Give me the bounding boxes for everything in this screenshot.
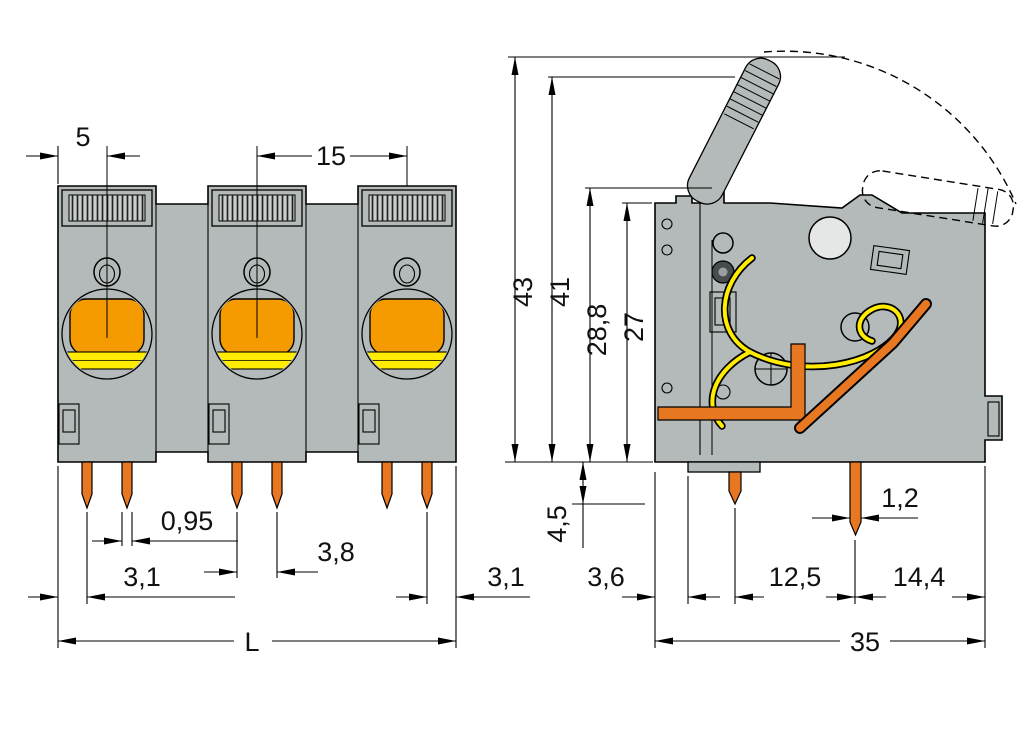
back-latch (869, 244, 911, 276)
side-body-outline (654, 187, 1003, 463)
dim-15: 15 (257, 141, 407, 171)
dim-3-8: 3,8 (204, 537, 355, 576)
clamp-spring-wire (722, 256, 903, 369)
dim-3-1-left-label: 3,1 (123, 562, 161, 592)
dim-5: 5 (26, 122, 140, 184)
dim-5-label: 5 (75, 122, 90, 152)
dim-1-2-label: 1,2 (881, 483, 919, 513)
dim-3-6-label: 3,6 (587, 562, 625, 592)
dim-14-4: 14,4 (855, 562, 985, 601)
dim-4-5: 4,5 (542, 462, 587, 548)
dim-28-8-label: 28,8 (582, 304, 612, 357)
contact-strip (796, 300, 930, 432)
solder-pin-side (728, 471, 742, 506)
busbar (657, 343, 806, 421)
side-view: 43 41 28,8 27 4,5 3,6 12,5 (505, 50, 1017, 657)
dim-L: L (58, 627, 456, 657)
dim-43-label: 43 (508, 277, 538, 307)
side-latch (709, 291, 737, 333)
lever-raised-arc (763, 50, 1017, 205)
dim-27-label: 27 (619, 312, 649, 342)
dim-3-1-left: 3,1 (28, 562, 235, 601)
dim-3-1-right: 3,1 (396, 562, 530, 601)
dim-35: 35 (655, 627, 985, 657)
dim-41-label: 41 (545, 277, 575, 307)
dim-41: 41 (545, 77, 575, 462)
dim-0-95-label: 0,95 (161, 506, 214, 536)
dim-L-label: L (244, 627, 259, 657)
keying-tab (987, 401, 1000, 437)
dim-27: 27 (619, 203, 649, 462)
dim-12-5: 12,5 (735, 562, 855, 601)
dim-3-1-right-label: 3,1 (487, 562, 525, 592)
pin-housing-foot (687, 461, 761, 473)
dim-0-95: 0,95 (92, 506, 238, 545)
dim-28-8: 28,8 (582, 188, 612, 462)
lever-raised-outline (861, 170, 1015, 227)
dim-14-4-label: 14,4 (893, 562, 946, 592)
dim-1-2: 1,2 (812, 483, 919, 522)
dim-43: 43 (508, 57, 538, 462)
dim-15-label: 15 (316, 141, 346, 171)
dim-35-label: 35 (850, 627, 880, 657)
dim-3-8-label: 3,8 (317, 537, 355, 567)
solder-pin-thin (849, 461, 862, 537)
dim-12-5-label: 12,5 (769, 562, 822, 592)
lever-pivot (808, 216, 852, 260)
operating-lever (686, 57, 782, 205)
dim-4-5-label: 4,5 (542, 505, 572, 543)
pivot-hole (712, 232, 734, 254)
front-view: 5 15 0,95 3,1 (26, 122, 530, 657)
dim-3-6: 3,6 (587, 562, 720, 601)
